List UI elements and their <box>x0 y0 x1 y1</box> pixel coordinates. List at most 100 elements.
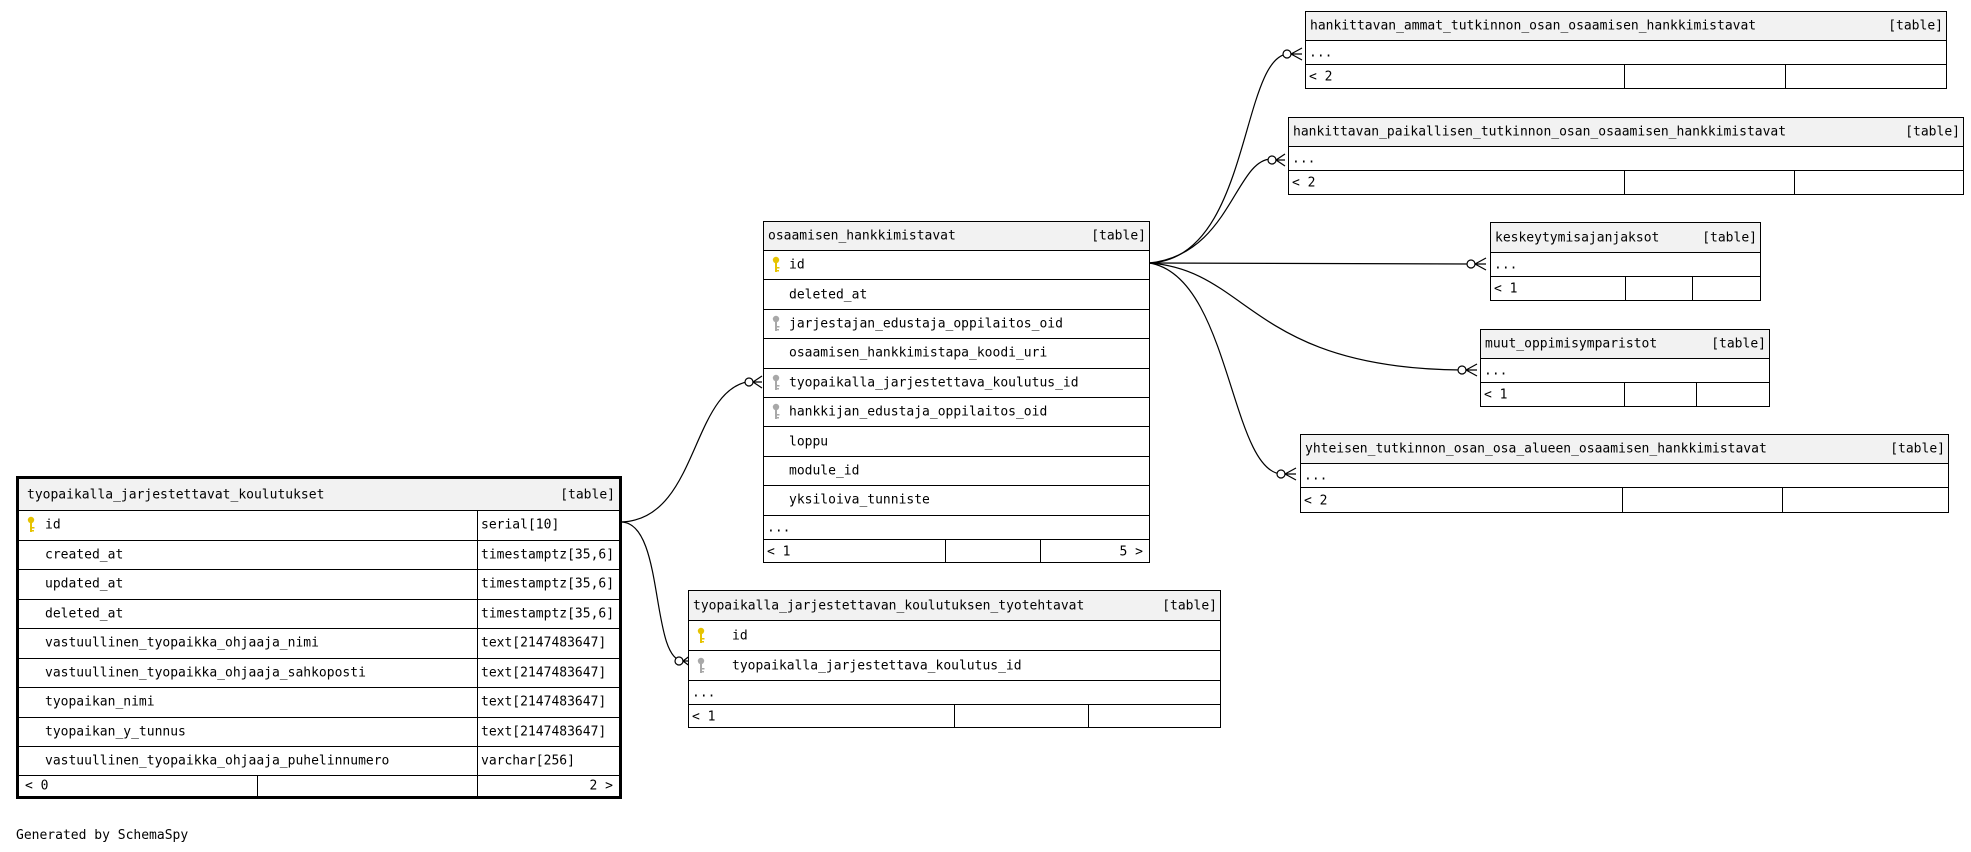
column-type: timestamptz[35,6] <box>481 576 615 592</box>
column-row[interactable]: vastuullinen_tyopaikka_ohjaaja_sahkopost… <box>19 657 619 687</box>
table-hankittavan-ammat[interactable]: hankittavan_ammat_tutkinnon_osan_osaamis… <box>1305 11 1947 89</box>
table-muut-oppimisymparistot[interactable]: muut_oppimisymparistot [table] ... < 1 <box>1480 329 1770 407</box>
foreign-key-icon <box>771 315 781 333</box>
column-type: varchar[256] <box>481 753 575 769</box>
crowfoot-paikallisen <box>1267 155 1277 165</box>
table-header: osaamisen_hankkimistavat [table] <box>764 222 1149 250</box>
table-name: osaamisen_hankkimistavat <box>768 228 956 244</box>
footer-parents: < 1 <box>692 709 716 724</box>
column-name: hankkijan_edustaja_oppilaitos_oid <box>789 404 1048 420</box>
relation-tyotehtavat-koulutus <box>620 521 684 662</box>
column-row[interactable]: id <box>689 620 1220 650</box>
table-header: yhteisen_tutkinnon_osan_osa_alueen_osaam… <box>1301 435 1948 463</box>
table-tag: [table] <box>1711 336 1766 352</box>
more-indicator: ... <box>767 520 791 535</box>
table-name: tyopaikalla_jarjestettavat_koulutukset <box>27 487 325 502</box>
relation-paikallisen <box>1148 158 1272 264</box>
table-more-row: ... <box>689 680 1220 704</box>
more-indicator: ... <box>1494 257 1518 272</box>
table-keskeytymisajanjaksot[interactable]: keskeytymisajanjaksot [table] ... < 1 <box>1490 222 1761 301</box>
column-name: id <box>789 257 805 273</box>
table-footer: < 2 <box>1301 487 1948 513</box>
crowfoot-tyotehtavat <box>674 656 684 666</box>
column-row[interactable]: jarjestajan_edustaja_oppilaitos_oid <box>764 308 1149 338</box>
table-tyopaikalla-jarjestettavan-koulutuksen-tyotehtavat[interactable]: tyopaikalla_jarjestettavan_koulutuksen_t… <box>688 590 1221 728</box>
table-footer: < 0 2 > <box>19 775 619 796</box>
table-more-row: ... <box>1301 463 1948 487</box>
key-icon <box>771 256 781 274</box>
foreign-key-icon <box>771 374 781 392</box>
table-yhteisen-tutkinnon-osan[interactable]: yhteisen_tutkinnon_osan_osa_alueen_osaam… <box>1300 434 1949 513</box>
footer-parents: < 1 <box>1494 281 1518 297</box>
table-header: hankittavan_ammat_tutkinnon_osan_osaamis… <box>1306 12 1946 40</box>
table-name: hankittavan_paikallisen_tutkinnon_osan_o… <box>1293 124 1787 140</box>
column-name: created_at <box>45 547 124 563</box>
column-type: timestamptz[35,6] <box>481 547 615 563</box>
column-row[interactable]: tyopaikan_nimi text[2147483647] <box>19 687 619 717</box>
crowfoot-keskeytymis <box>1466 259 1476 269</box>
table-header: hankittavan_paikallisen_tutkinnon_osan_o… <box>1289 118 1963 146</box>
column-row[interactable]: hankkijan_edustaja_oppilaitos_oid <box>764 397 1149 426</box>
column-type: timestamptz[35,6] <box>481 606 615 622</box>
more-indicator: ... <box>1304 468 1328 483</box>
column-row[interactable]: id <box>764 250 1149 279</box>
column-row[interactable]: vastuullinen_tyopaikka_ohjaaja_nimi text[… <box>19 628 619 658</box>
footer-children: 5 > <box>1119 544 1143 559</box>
column-row[interactable]: tyopaikalla_jarjestettava_koulutus_id <box>689 650 1220 680</box>
column-name: tyopaikan_nimi <box>45 694 155 710</box>
more-indicator: ... <box>692 685 716 700</box>
column-row[interactable]: module_id <box>764 455 1149 485</box>
relation-yhteisen <box>1148 262 1282 475</box>
table-more-row: ... <box>1481 358 1769 382</box>
table-tag: [table] <box>1888 18 1943 34</box>
key-icon <box>696 627 706 645</box>
crowfoot-yhteisen <box>1276 469 1286 479</box>
table-more-row: ... <box>1491 252 1760 276</box>
column-type: text[2147483647] <box>481 635 607 651</box>
table-footer: < 1 5 > <box>764 539 1149 563</box>
relation-osaamisen-koulutus <box>620 380 754 523</box>
table-footer: < 1 <box>689 704 1220 728</box>
table-more-row: ... <box>1289 146 1963 170</box>
footer-parents: < 2 <box>1309 69 1333 85</box>
more-indicator: ... <box>1484 363 1508 378</box>
column-name: deleted_at <box>789 287 868 303</box>
generator-credit: Generated by SchemaSpy <box>16 828 189 843</box>
footer-parents: < 2 <box>1304 493 1328 508</box>
column-type: text[2147483647] <box>481 665 607 681</box>
column-row[interactable]: created_at timestamptz[35,6] <box>19 539 619 569</box>
column-name: tyopaikalla_jarjestettava_koulutus_id <box>732 658 1022 673</box>
table-footer: < 1 <box>1481 382 1769 407</box>
foreign-key-icon <box>696 657 706 675</box>
column-row[interactable]: deleted_at <box>764 279 1149 308</box>
column-row[interactable]: osaamisen_hankkimistapa_koodi_uri <box>764 338 1149 367</box>
table-tag: [table] <box>1091 228 1146 244</box>
table-footer: < 2 <box>1306 64 1946 89</box>
column-row[interactable]: yksiloiva_tunniste <box>764 485 1149 514</box>
crowfoot-ammat <box>1282 49 1292 59</box>
column-row[interactable]: vastuullinen_tyopaikka_ohjaaja_puhelinnu… <box>19 746 619 776</box>
footer-parents: < 0 <box>25 778 49 794</box>
table-tyopaikalla-jarjestettavat-koulutukset[interactable]: tyopaikalla_jarjestettavat_koulutukset [… <box>16 476 622 799</box>
column-name: vastuullinen_tyopaikka_ohjaaja_nimi <box>45 635 319 651</box>
table-header: tyopaikalla_jarjestettavat_koulutukset [… <box>19 479 619 510</box>
table-footer: < 1 <box>1491 276 1760 301</box>
column-row[interactable]: tyopaikalla_jarjestettava_koulutus_id <box>764 367 1149 397</box>
column-type: text[2147483647] <box>481 694 607 710</box>
column-type: text[2147483647] <box>481 724 607 740</box>
table-header: keskeytymisajanjaksot [table] <box>1491 223 1760 252</box>
column-name: vastuullinen_tyopaikka_ohjaaja_sahkopost… <box>45 665 366 681</box>
column-row[interactable]: loppu <box>764 426 1149 455</box>
table-osaamisen-hankkimistavat[interactable]: osaamisen_hankkimistavat [table] id delet… <box>763 221 1150 563</box>
relation-muut <box>1148 262 1462 371</box>
table-hankittavan-paikallisen[interactable]: hankittavan_paikallisen_tutkinnon_osan_o… <box>1288 117 1964 195</box>
column-name: loppu <box>789 434 829 450</box>
more-indicator: ... <box>1292 151 1316 166</box>
table-footer: < 2 <box>1289 170 1963 195</box>
